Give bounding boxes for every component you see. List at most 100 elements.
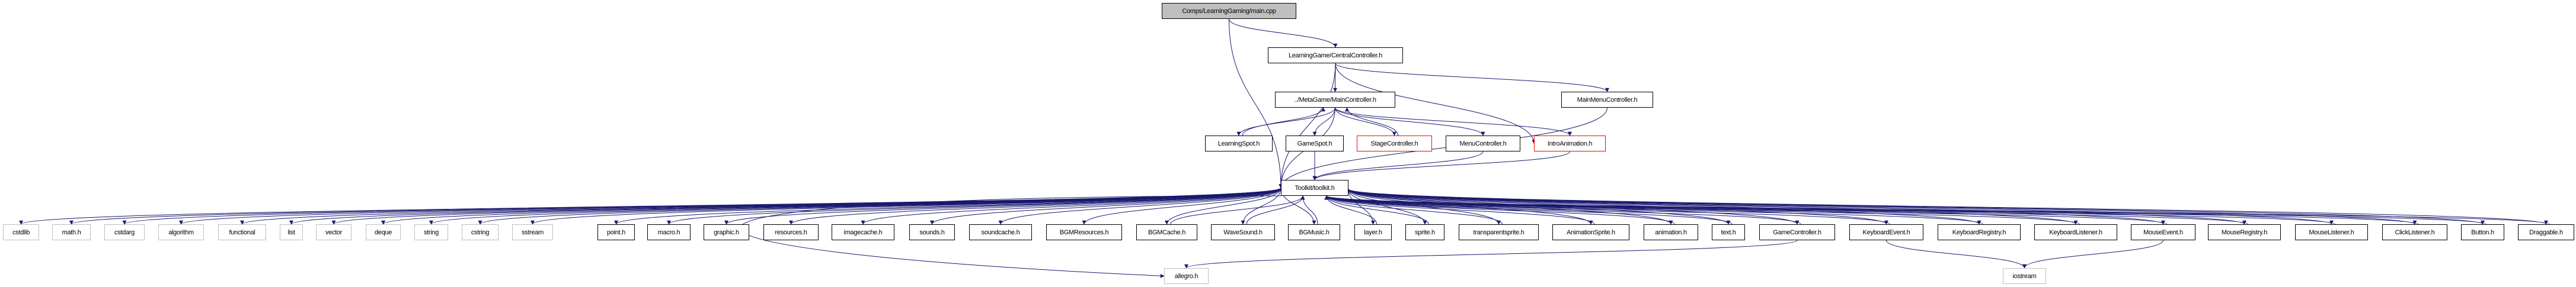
node-wavesound[interactable]: WaveSound.h (1211, 224, 1275, 240)
node-algorithm[interactable]: algorithm (158, 224, 204, 240)
node-draggable[interactable]: Draggable.h (2518, 224, 2574, 240)
node-animation[interactable]: animation.h (1644, 224, 1698, 240)
node-sounds[interactable]: sounds.h (909, 224, 955, 240)
edge-bgmusic-to-toolkit (1300, 195, 1318, 225)
node-tsprite[interactable]: transparentsprite.h (1459, 224, 1539, 240)
node-mouseevent[interactable]: MouseEvent.h (2131, 224, 2195, 240)
edge-metamain-to-gamespot (1312, 107, 1335, 136)
node-learningspot[interactable]: LearningSpot.h (1205, 136, 1273, 151)
node-stagectrl[interactable]: StageController.h (1357, 136, 1432, 151)
node-macro[interactable]: macro.h (647, 224, 691, 240)
node-label: ../MetaGame/MainController.h (1294, 96, 1376, 104)
node-label: sprite.h (1415, 228, 1435, 236)
node-resources[interactable]: resources.h (763, 224, 819, 240)
node-label: BGMCache.h (1148, 228, 1186, 236)
node-iostream[interactable]: iostream (2003, 268, 2046, 284)
node-label: resources.h (775, 228, 807, 236)
node-kbevent[interactable]: KeyboardEvent.h (1849, 224, 1923, 240)
edge-kbevent-to-toolkit (1324, 195, 1890, 225)
node-label: text.h (1721, 228, 1736, 236)
edge-toolkit-to-sounds (930, 188, 1281, 225)
node-text[interactable]: text.h (1712, 224, 1745, 240)
edge-stagectrl-to-metamain (1345, 107, 1398, 136)
node-label: AnimationSprite.h (1567, 228, 1615, 236)
node-mouselistener[interactable]: MouseListener.h (2295, 224, 2368, 240)
node-label: cstdarg (114, 228, 135, 236)
node-cstdlib[interactable]: cstdlib (3, 224, 39, 240)
edge-kbevent-to-iostream (1886, 240, 2027, 269)
node-label: point.h (607, 228, 625, 236)
node-imagecache[interactable]: imagecache.h (832, 224, 894, 240)
node-list[interactable]: list (280, 224, 303, 240)
node-label: StageController.h (1370, 140, 1418, 147)
edge-metamain-to-learningspot (1236, 107, 1335, 136)
node-math[interactable]: math.h (52, 224, 91, 240)
edge-toolkit-to-bgmres (1082, 188, 1281, 225)
edge-toolkit-to-cstring (478, 188, 1281, 225)
node-vector[interactable]: vector (316, 224, 351, 240)
node-string[interactable]: string (414, 224, 448, 240)
node-gamespot[interactable]: GameSpot.h (1286, 136, 1344, 151)
edge-layer-to-toolkit (1324, 195, 1377, 225)
node-functional[interactable]: functional (218, 224, 266, 240)
node-layer[interactable]: layer.h (1354, 224, 1392, 240)
node-cstdarg[interactable]: cstdarg (104, 224, 145, 240)
node-kblistener[interactable]: KeyboardListener.h (2034, 224, 2117, 240)
node-label: LearningSpot.h (1217, 140, 1260, 147)
node-label: KeyboardListener.h (2049, 228, 2102, 236)
edge-central-to-intro (1335, 63, 1536, 144)
node-bgmusic[interactable]: BGMusic.h (1288, 224, 1340, 240)
edge-toolkit-to-mouseevent (1348, 189, 2165, 225)
node-bgmcache[interactable]: BGMCache.h (1136, 224, 1197, 240)
node-label: imagecache.h (843, 228, 883, 236)
node-clicklistener[interactable]: ClickListener.h (2382, 224, 2447, 240)
edge-metamain-to-menuctrl (1335, 107, 1485, 136)
edge-toolkit-to-macro (667, 188, 1281, 225)
edge-toolkit-to-imagecache (861, 188, 1281, 225)
node-animsprite[interactable]: AnimationSprite.h (1552, 224, 1629, 240)
edge-main-to-central (1229, 18, 1338, 48)
node-intro[interactable]: IntroAnimation.h (1534, 136, 1606, 151)
node-allegro[interactable]: allegro.h (1164, 268, 1209, 284)
node-label: deque (374, 228, 392, 236)
edge-sprite-to-toolkit (1324, 195, 1429, 225)
node-label: functional (229, 228, 255, 236)
node-label: Button.h (2471, 228, 2494, 236)
edge-animsprite-to-toolkit (1324, 195, 1595, 225)
node-mousereg[interactable]: MouseRegistry.h (2208, 224, 2281, 240)
edge-toolkit-to-kblistener (1348, 189, 2078, 225)
node-label: iostream (2012, 272, 2037, 280)
node-kbreg[interactable]: KeyboardRegistry.h (1938, 224, 2021, 240)
node-toolkit[interactable]: Toolkit/toolkit.h (1281, 180, 1348, 196)
node-main[interactable]: Comps/LearningGaming/main.cpp (1162, 3, 1296, 19)
node-menuctrl[interactable]: MenuController.h (1446, 136, 1520, 151)
edge-toolkit-to-list (289, 188, 1281, 225)
node-label: MouseRegistry.h (2221, 228, 2268, 236)
edge-kblistener-to-toolkit (1324, 195, 2080, 225)
node-label: Toolkit/toolkit.h (1295, 184, 1335, 192)
edge-intro-to-toolkit (1312, 151, 1570, 180)
node-point[interactable]: point.h (597, 224, 635, 240)
node-label: algorithm (168, 228, 194, 236)
node-label: BGMResources.h (1059, 228, 1109, 236)
node-graphic[interactable]: graphic.h (704, 224, 749, 240)
node-gamectrl[interactable]: GameController.h (1759, 224, 1835, 240)
node-label: LearningGame/CentralController.h (1289, 51, 1382, 59)
node-sstream[interactable]: sstream (512, 224, 553, 240)
node-cstring[interactable]: cstring (462, 224, 498, 240)
node-label: math.h (62, 228, 81, 236)
node-bgmres[interactable]: BGMResources.h (1046, 224, 1122, 240)
edge-central-to-mainmenu (1335, 63, 1609, 92)
node-button[interactable]: Button.h (2461, 224, 2504, 240)
node-label: MouseListener.h (2309, 228, 2354, 236)
node-mainmenu[interactable]: MainMenuController.h (1561, 92, 1653, 108)
node-label: KeyboardEvent.h (1862, 228, 1910, 236)
node-soundcache[interactable]: soundcache.h (969, 224, 1032, 240)
node-central[interactable]: LearningGame/CentralController.h (1268, 47, 1403, 63)
node-metamain[interactable]: ../MetaGame/MainController.h (1275, 92, 1395, 108)
node-sprite[interactable]: sprite.h (1405, 224, 1444, 240)
node-deque[interactable]: deque (366, 224, 401, 240)
node-label: cstring (471, 228, 490, 236)
node-label: sounds.h (919, 228, 945, 236)
node-label: Draggable.h (2529, 228, 2563, 236)
